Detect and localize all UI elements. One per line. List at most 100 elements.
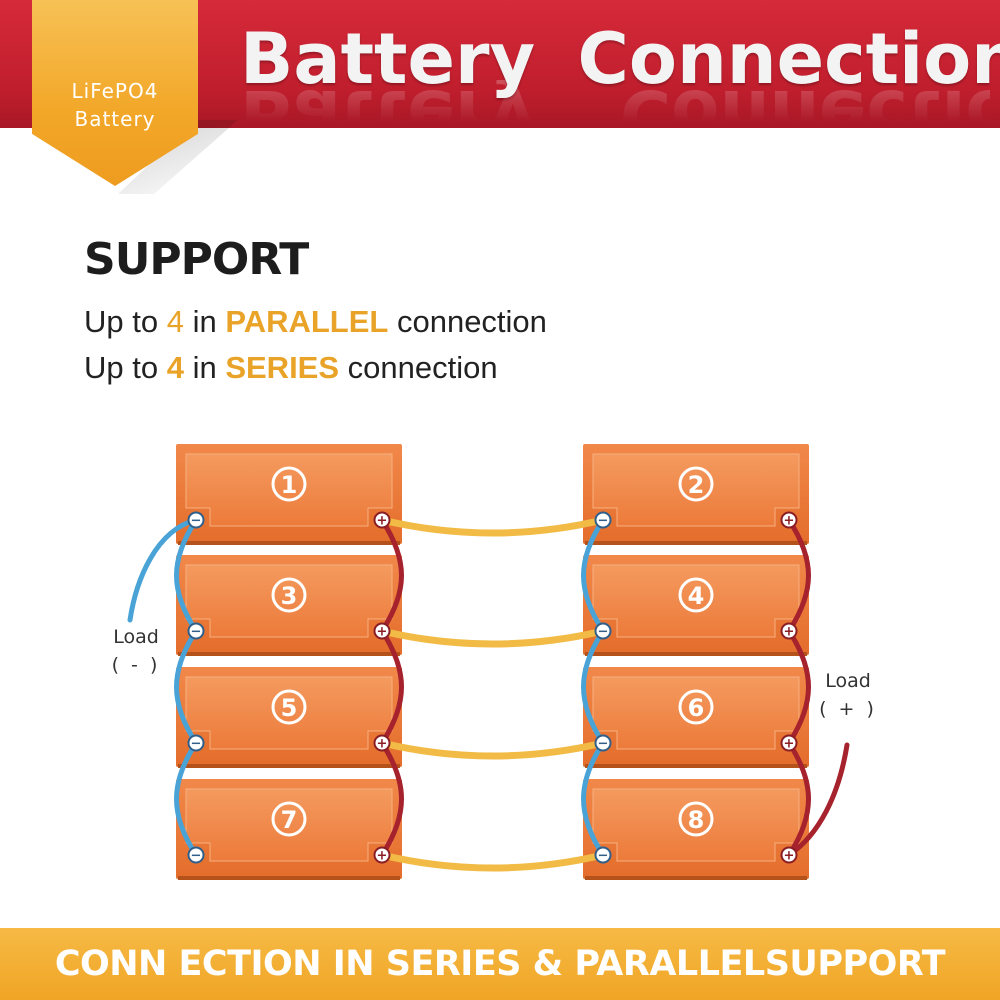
terminal-symbol: +	[784, 737, 795, 752]
terminal-ring	[594, 622, 612, 640]
battery-number-circle	[271, 466, 307, 502]
terminal-symbol: +	[377, 737, 388, 752]
terminal-symbol: +	[377, 625, 388, 640]
battery-5: 5	[176, 667, 402, 768]
positive-terminal: +	[780, 622, 798, 640]
load-positive-label: Load ( + )	[813, 670, 883, 720]
battery-edge	[178, 876, 400, 880]
terminal-ring	[780, 846, 798, 864]
load-positive-cable	[786, 742, 850, 858]
parallel-positive-cable	[786, 740, 811, 858]
parallel-middle: in	[183, 304, 226, 339]
support-heading: SUPPORT	[84, 234, 309, 285]
series-suffix: connection	[339, 350, 498, 385]
battery-edge	[585, 876, 807, 880]
terminal-ring	[594, 511, 612, 529]
parallel-info-line: Up to 4 in PARALLEL connection	[84, 304, 547, 340]
battery-4: 4	[583, 555, 809, 656]
parallel-positive-cable	[379, 517, 404, 634]
parallel-positive-cable	[379, 740, 404, 858]
battery-edge	[585, 541, 807, 545]
parallel-positive-cable	[786, 517, 811, 634]
battery-top-panel	[592, 453, 800, 527]
battery-edge	[585, 764, 807, 768]
parallel-negative-cable	[581, 740, 606, 858]
badge-line-1: LiFePO4	[71, 79, 159, 103]
terminal-symbol: −	[598, 849, 609, 864]
load-negative-label: Load ( - )	[101, 626, 171, 676]
terminal-symbol: −	[191, 514, 202, 529]
terminal-ring	[780, 511, 798, 529]
battery-number-label: 2	[688, 471, 705, 499]
negative-terminal: −	[187, 511, 205, 529]
battery-top-panel	[592, 564, 800, 638]
terminal-ring	[373, 622, 391, 640]
battery-number-circle	[678, 689, 714, 725]
battery-edge	[178, 764, 400, 768]
battery-number-circle	[271, 801, 307, 837]
series-link-cable	[378, 851, 607, 872]
negative-terminal: −	[594, 511, 612, 529]
battery-number-label: 7	[281, 806, 298, 834]
terminal-ring	[187, 734, 205, 752]
positive-terminal: +	[373, 846, 391, 864]
parallel-negative-cable	[174, 517, 199, 634]
parallel-negative-cable	[581, 517, 606, 634]
parallel-negative-cable	[174, 628, 199, 746]
battery-7: 7	[176, 779, 402, 880]
parallel-positive-cable	[786, 628, 811, 746]
parallel-negative-cable	[174, 740, 199, 858]
terminal-symbol: −	[191, 737, 202, 752]
terminal-symbol: +	[784, 849, 795, 864]
terminal-ring	[373, 511, 391, 529]
terminal-ring	[373, 734, 391, 752]
series-link-cable	[378, 627, 607, 648]
battery-number-circle	[678, 466, 714, 502]
parallel-positive-cable	[379, 628, 404, 746]
battery-number-circle	[678, 801, 714, 837]
parallel-prefix: Up to	[84, 304, 167, 339]
battery-number-circle	[271, 577, 307, 613]
terminal-ring	[373, 846, 391, 864]
series-link-cable	[378, 739, 607, 760]
terminal-ring	[594, 846, 612, 864]
series-count: 4	[166, 350, 184, 385]
battery-number-label: 8	[688, 806, 705, 834]
terminal-ring	[187, 511, 205, 529]
battery-number-label: 5	[281, 694, 298, 722]
load-negative-word: Load	[113, 626, 159, 648]
load-positive-sign: ( + )	[819, 698, 877, 720]
parallel-keyword: PARALLEL	[225, 304, 389, 339]
load-negative-sign: ( - )	[111, 654, 161, 676]
load-positive-word: Load	[825, 670, 871, 692]
series-middle: in	[183, 350, 226, 385]
battery-top-panel	[185, 676, 393, 750]
positive-terminal: +	[780, 846, 798, 864]
terminal-symbol: +	[784, 625, 795, 640]
series-keyword: SERIES	[225, 350, 340, 385]
terminal-symbol: −	[191, 849, 202, 864]
terminal-ring	[187, 846, 205, 864]
parallel-suffix: connection	[388, 304, 547, 339]
terminal-ring	[780, 734, 798, 752]
terminal-symbol: +	[784, 514, 795, 529]
battery-number-label: 4	[688, 582, 705, 610]
negative-terminal: −	[594, 622, 612, 640]
positive-terminal: +	[373, 734, 391, 752]
battery-top-panel	[185, 788, 393, 862]
battery-edge	[585, 652, 807, 656]
header-title: Battery Connection	[240, 18, 1000, 100]
terminal-symbol: −	[598, 737, 609, 752]
terminal-ring	[187, 622, 205, 640]
battery-number-label: 6	[688, 694, 705, 722]
battery-1: 1	[176, 444, 402, 545]
badge-line-2: Battery	[74, 107, 156, 131]
negative-terminal: −	[594, 846, 612, 864]
battery-6: 6	[583, 667, 809, 768]
terminal-symbol: +	[377, 849, 388, 864]
positive-terminal: +	[780, 734, 798, 752]
series-prefix: Up to	[84, 350, 167, 385]
series-info-line: Up to 4 in SERIES connection	[84, 350, 498, 386]
